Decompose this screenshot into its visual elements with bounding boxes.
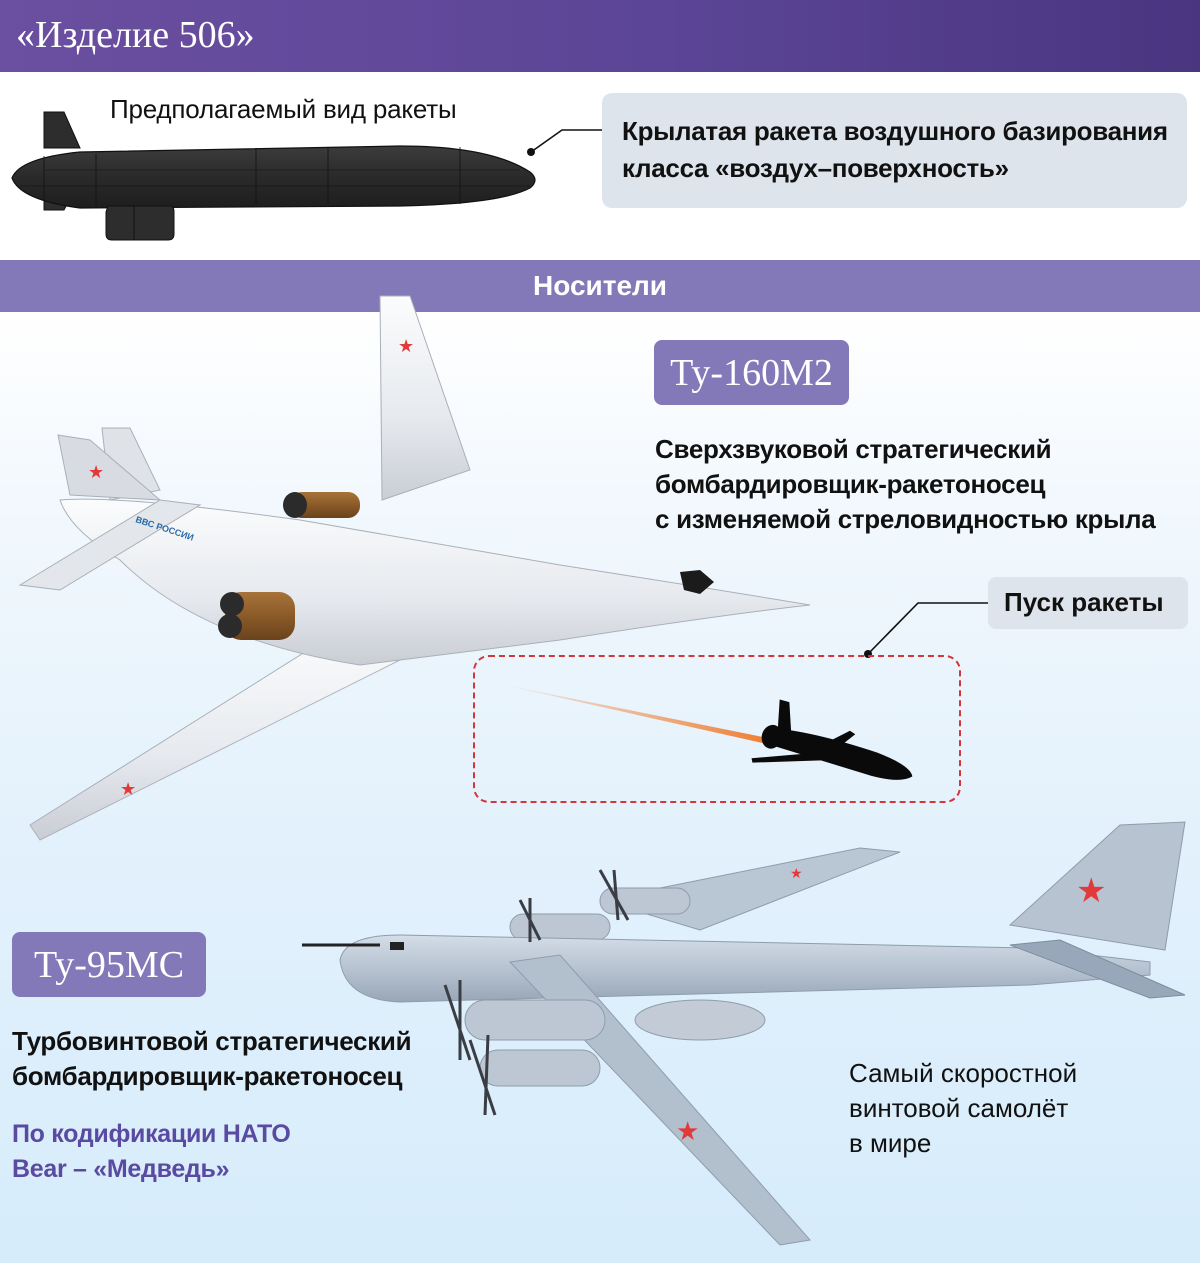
tu160-description-line-1: Сверхзвуковой стратегический <box>655 434 1052 464</box>
tu95-description: Турбовинтовой стратегический бомбардиров… <box>12 1024 412 1094</box>
launch-label: Пуск ракеты <box>1004 587 1164 617</box>
missile-callout-text: Крылатая ракета воздушного базирования к… <box>622 113 1168 187</box>
tu95-note-line-3: в мире <box>849 1128 932 1158</box>
missile-callout: Крылатая ракета воздушного базирования к… <box>602 93 1187 208</box>
tu95-nato-designation: По кодификации НАТО Bear – «Медведь» <box>12 1117 291 1187</box>
page-title: «Изделие 506» <box>16 14 255 56</box>
title-bar: «Изделие 506» <box>0 0 1200 72</box>
tu95-note-line-2: винтовой самолёт <box>849 1093 1069 1123</box>
tu160-description: Сверхзвуковой стратегический бомбардиров… <box>655 432 1156 537</box>
tu95-note-line-1: Самый скоростной <box>849 1058 1078 1088</box>
tu95-nato-line-2: Bear – «Медведь» <box>12 1155 230 1183</box>
missile-callout-line-2: класса «воздух–поверхность» <box>622 153 1009 183</box>
carriers-section-title: Носители <box>532 270 668 301</box>
tu160-name-badge: Ту-160М2 <box>654 340 849 405</box>
tu95-name-badge: Ту-95МС <box>12 932 206 997</box>
cruise-missile-icon <box>11 111 536 241</box>
launch-callout: Пуск ракеты <box>988 577 1188 629</box>
tu160-description-line-3: с изменяемой стреловидностью крыла <box>655 504 1156 534</box>
tu160-description-line-2: бомбардировщик-ракетоносец <box>655 469 1046 499</box>
tu95-speed-note: Самый скоростной винтовой самолёт в мире <box>849 1056 1077 1161</box>
launch-frame <box>473 655 961 803</box>
missile-caption: Предполагаемый вид ракеты <box>110 94 457 124</box>
tu95-nato-line-1: По кодификации НАТО <box>12 1120 291 1148</box>
tu95-description-line-2: бомбардировщик-ракетоносец <box>12 1061 403 1091</box>
tu95-description-line-1: Турбовинтовой стратегический <box>12 1026 412 1056</box>
missile-callout-line-1: Крылатая ракета воздушного базирования <box>622 116 1168 146</box>
carriers-section-header: Носители <box>0 260 1200 312</box>
